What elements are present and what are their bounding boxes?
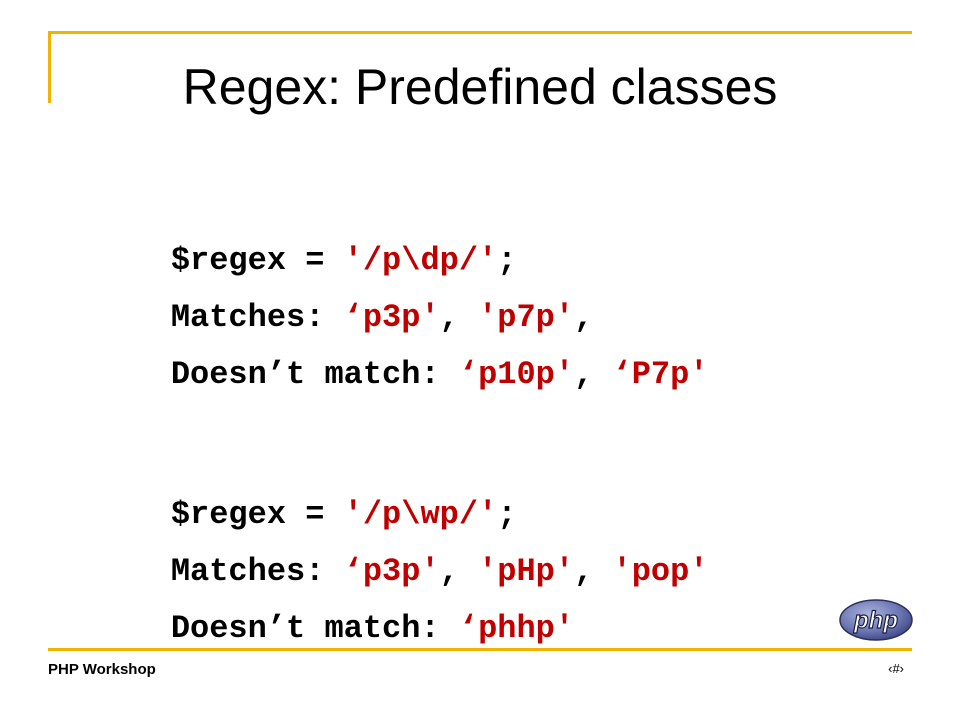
code-text: Matches:: [170, 553, 344, 590]
page-number: ‹#›: [888, 661, 904, 676]
footer-title: PHP Workshop: [48, 661, 156, 678]
frame-left-rule: [48, 31, 51, 103]
php-logo-icon: php: [839, 599, 913, 641]
code-line-nonmatch-word: Doesn’t match: ‘phhp′: [94, 543, 854, 647]
code-text: ;: [497, 496, 517, 533]
code-text: ,: [574, 299, 594, 336]
code-text: ;: [497, 242, 517, 279]
footer-rule: [48, 648, 912, 651]
code-text: $regex =: [170, 242, 344, 279]
string-literal: ′/p\dp/′: [343, 242, 498, 279]
code-text: Doesn’t match:: [170, 356, 459, 393]
code-line-nonmatch-digit: Doesn’t match: ‘p10p′, ‘P7p′: [94, 289, 854, 393]
string-literal: ′pop′: [612, 553, 709, 590]
code-text: ,: [574, 356, 613, 393]
string-literal: ‘p10p′: [458, 356, 575, 393]
code-text: ,: [574, 553, 613, 590]
code-examples: $regex = ′/p\dp/′; Matches: ‘p3p′, ′p7p′…: [94, 175, 854, 647]
code-line-matches-word: Matches: ‘p3p′, ′pHp′, ′pop′: [94, 486, 854, 590]
code-text: $regex =: [170, 496, 344, 533]
code-line-matches-digit: Matches: ‘p3p′, ′p7p′,: [94, 232, 854, 336]
string-literal: ‘phhp′: [458, 610, 575, 647]
string-literal: ′pHp′: [478, 553, 575, 590]
string-literal: ‘p3p′: [343, 299, 440, 336]
string-literal: ‘P7p′: [612, 356, 709, 393]
string-literal: ‘p3p′: [343, 553, 440, 590]
code-text: Doesn’t match:: [170, 610, 459, 647]
string-literal: ′/p\wp/′: [343, 496, 498, 533]
code-text: ,: [439, 553, 479, 590]
code-text: ,: [439, 299, 479, 336]
logo-text: php: [853, 607, 898, 634]
code-text: Matches:: [170, 299, 344, 336]
string-literal: ′p7p′: [478, 299, 575, 336]
slide-title: Regex: Predefined classes: [182, 59, 778, 115]
code-line-regex-word: $regex = ′/p\wp/′;: [94, 429, 854, 533]
frame-top-rule: [48, 31, 912, 34]
code-line-regex-digit: $regex = ′/p\dp/′;: [94, 175, 854, 279]
